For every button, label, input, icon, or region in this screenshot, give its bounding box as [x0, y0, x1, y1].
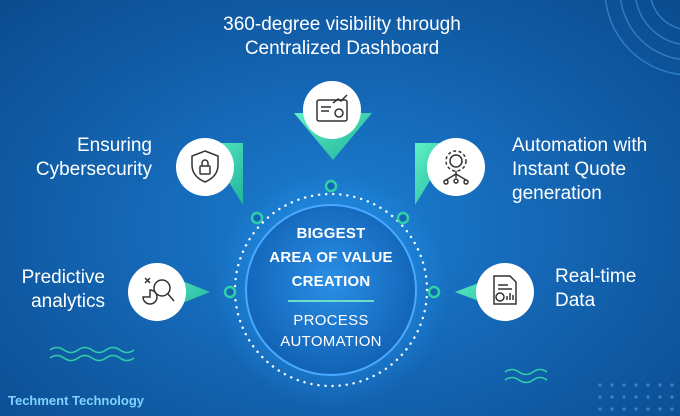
footer-brand: Techment Technology — [8, 393, 145, 408]
label-cybersecurity-line-1: Ensuring — [77, 135, 152, 156]
security-shield-icon — [191, 150, 219, 183]
label-realtime-line-1: Real-time — [555, 266, 637, 287]
center-text: BIGGEST AREA OF VALUE CREATION PROCESS A… — [258, 222, 404, 352]
label-dashboard: 360-degree visibility through Centralize… — [198, 13, 486, 61]
center-dotted-ring — [233, 192, 429, 388]
predictive-analytics-icon — [142, 277, 175, 305]
label-realtime: Real-time Data — [555, 265, 636, 313]
concentric-arcs-decoration — [604, 0, 680, 76]
automation-gear-icon — [443, 150, 469, 185]
wave-decoration-left — [49, 346, 135, 362]
icon-bubble-quote — [427, 138, 485, 196]
center-subtitle-line-2: AUTOMATION — [280, 333, 382, 350]
ring-node-dots — [223, 179, 441, 299]
icon-bubble-cybersecurity — [176, 138, 234, 196]
center-divider — [288, 300, 374, 302]
center-title: BIGGEST AREA OF VALUE CREATION — [258, 222, 404, 294]
realtime-data-document-icon — [493, 275, 517, 305]
label-quote-line-2: Instant Quote — [512, 159, 627, 180]
icon-bubble-dashboard — [303, 81, 361, 139]
center-title-line-2: AREA OF VALUE — [269, 249, 393, 266]
label-quote: Automation with Instant Quote generation — [512, 134, 647, 206]
wave-decoration-right — [504, 368, 548, 384]
icon-bubble-predictive — [128, 263, 186, 321]
center-subtitle: PROCESS AUTOMATION — [258, 310, 404, 352]
dashboard-analytics-icon — [316, 94, 348, 122]
label-realtime-line-2: Data — [555, 290, 596, 311]
label-predictive: Predictive analytics — [22, 266, 105, 314]
dot-grid-decoration — [598, 383, 674, 411]
center-title-line-1: BIGGEST — [296, 225, 366, 242]
label-quote-line-1: Automation with — [512, 135, 648, 156]
center-subtitle-line-1: PROCESS — [293, 312, 369, 329]
icon-bubble-realtime — [476, 263, 534, 321]
center-circle — [245, 204, 417, 376]
label-quote-line-3: generation — [512, 183, 602, 204]
label-dashboard-line-2: Centralized Dashboard — [244, 38, 440, 59]
label-cybersecurity: Ensuring Cybersecurity — [36, 134, 152, 182]
label-cybersecurity-line-2: Cybersecurity — [35, 159, 152, 180]
label-dashboard-line-1: 360-degree visibility through — [223, 14, 461, 35]
label-predictive-line-2: analytics — [31, 291, 105, 312]
center-title-line-3: CREATION — [291, 273, 371, 290]
label-predictive-line-1: Predictive — [21, 267, 105, 288]
